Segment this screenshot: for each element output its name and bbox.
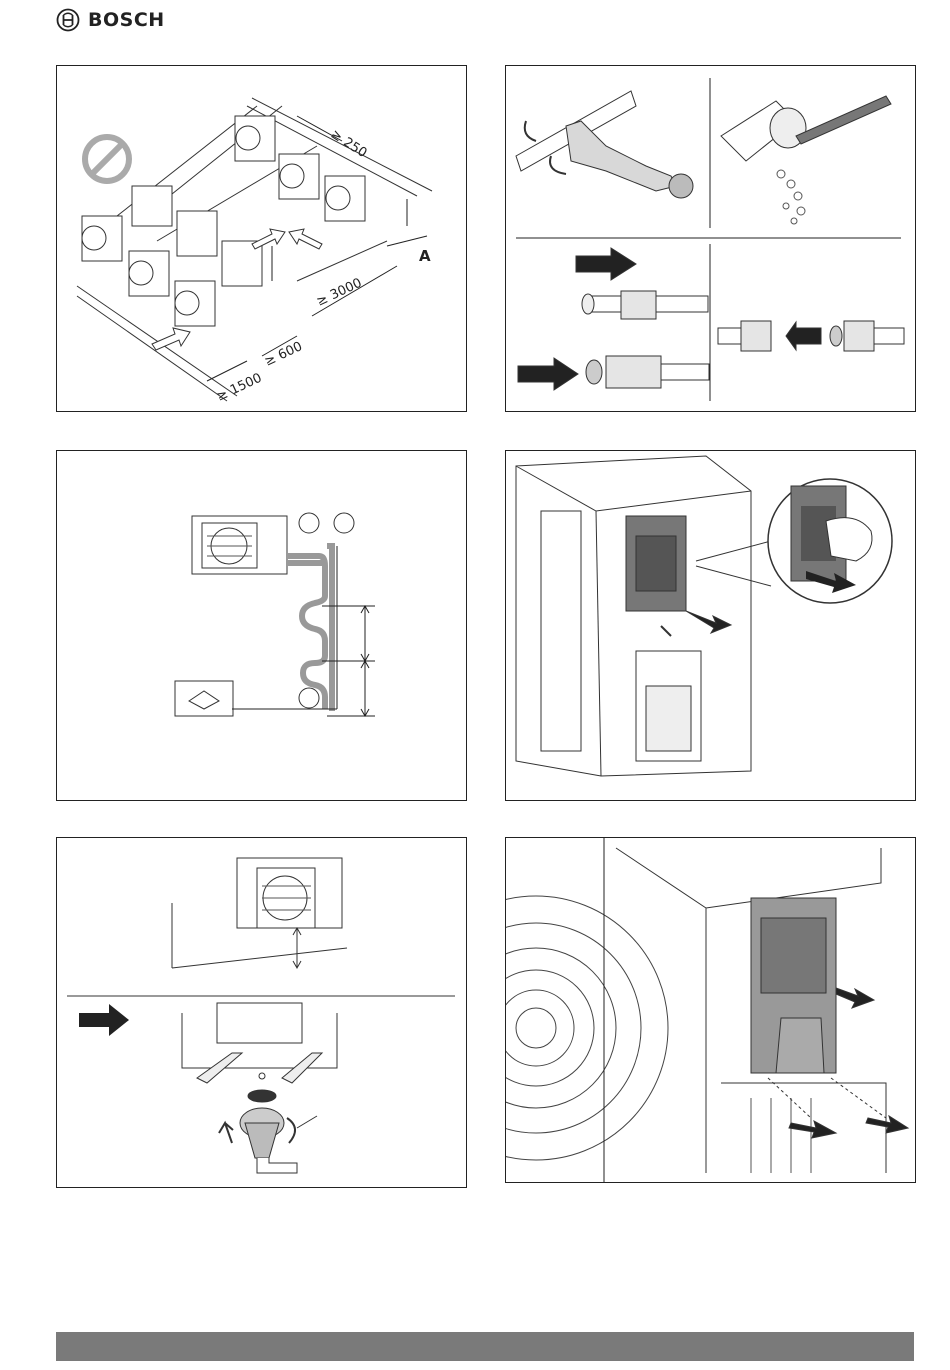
outdoor-unit	[192, 516, 287, 574]
outdoor-unit	[175, 281, 215, 326]
flare-nut-illustration	[518, 248, 709, 390]
brand-name: BOSCH	[88, 9, 165, 31]
arrow-icon	[79, 1004, 129, 1036]
outdoor-unit	[235, 116, 275, 161]
footer-bar	[56, 1332, 914, 1361]
indoor-unit	[175, 681, 233, 716]
drain-plug-illustration	[219, 1108, 317, 1173]
outdoor-unit	[177, 211, 217, 256]
outdoor-unit	[129, 251, 169, 296]
figure-remove-service-cover	[505, 450, 916, 801]
outdoor-unit	[132, 186, 172, 226]
refrigerant-pipe	[287, 546, 332, 711]
figure-pipe-routing	[56, 450, 467, 801]
bosch-armature-icon	[56, 8, 80, 32]
outdoor-unit	[279, 154, 319, 199]
prohibited-icon	[85, 137, 129, 181]
pipe-cutter-illustration	[516, 91, 693, 198]
fan-grille	[506, 838, 668, 1182]
unit-base-illustration	[182, 1003, 337, 1102]
figure-installation-clearances: ≥ 250 ≥ 3000 ≥ 600 ≥ 1500 A	[56, 65, 467, 412]
outdoor-unit	[616, 848, 908, 1173]
label-a: A	[419, 247, 431, 265]
clearance-label-rear: ≥ 250	[328, 127, 370, 161]
brand-logo: BOSCH	[56, 8, 165, 32]
figure-remove-lower-cover	[505, 837, 916, 1183]
clearance-label-access: ≥ 1500	[214, 371, 264, 405]
callout-marker	[299, 688, 319, 708]
outdoor-unit	[325, 176, 365, 221]
figure-pipe-preparation	[505, 65, 916, 412]
callout-marker	[299, 513, 319, 533]
outdoor-unit	[237, 858, 342, 928]
callout-marker	[334, 513, 354, 533]
figure-drain-installation	[56, 837, 467, 1188]
outdoor-unit	[516, 456, 751, 776]
outdoor-unit	[82, 216, 122, 261]
flare-fitting-illustration	[718, 321, 904, 351]
deburring-tool-illustration	[721, 96, 891, 224]
clearance-label-side: ≥ 3000	[314, 276, 364, 310]
